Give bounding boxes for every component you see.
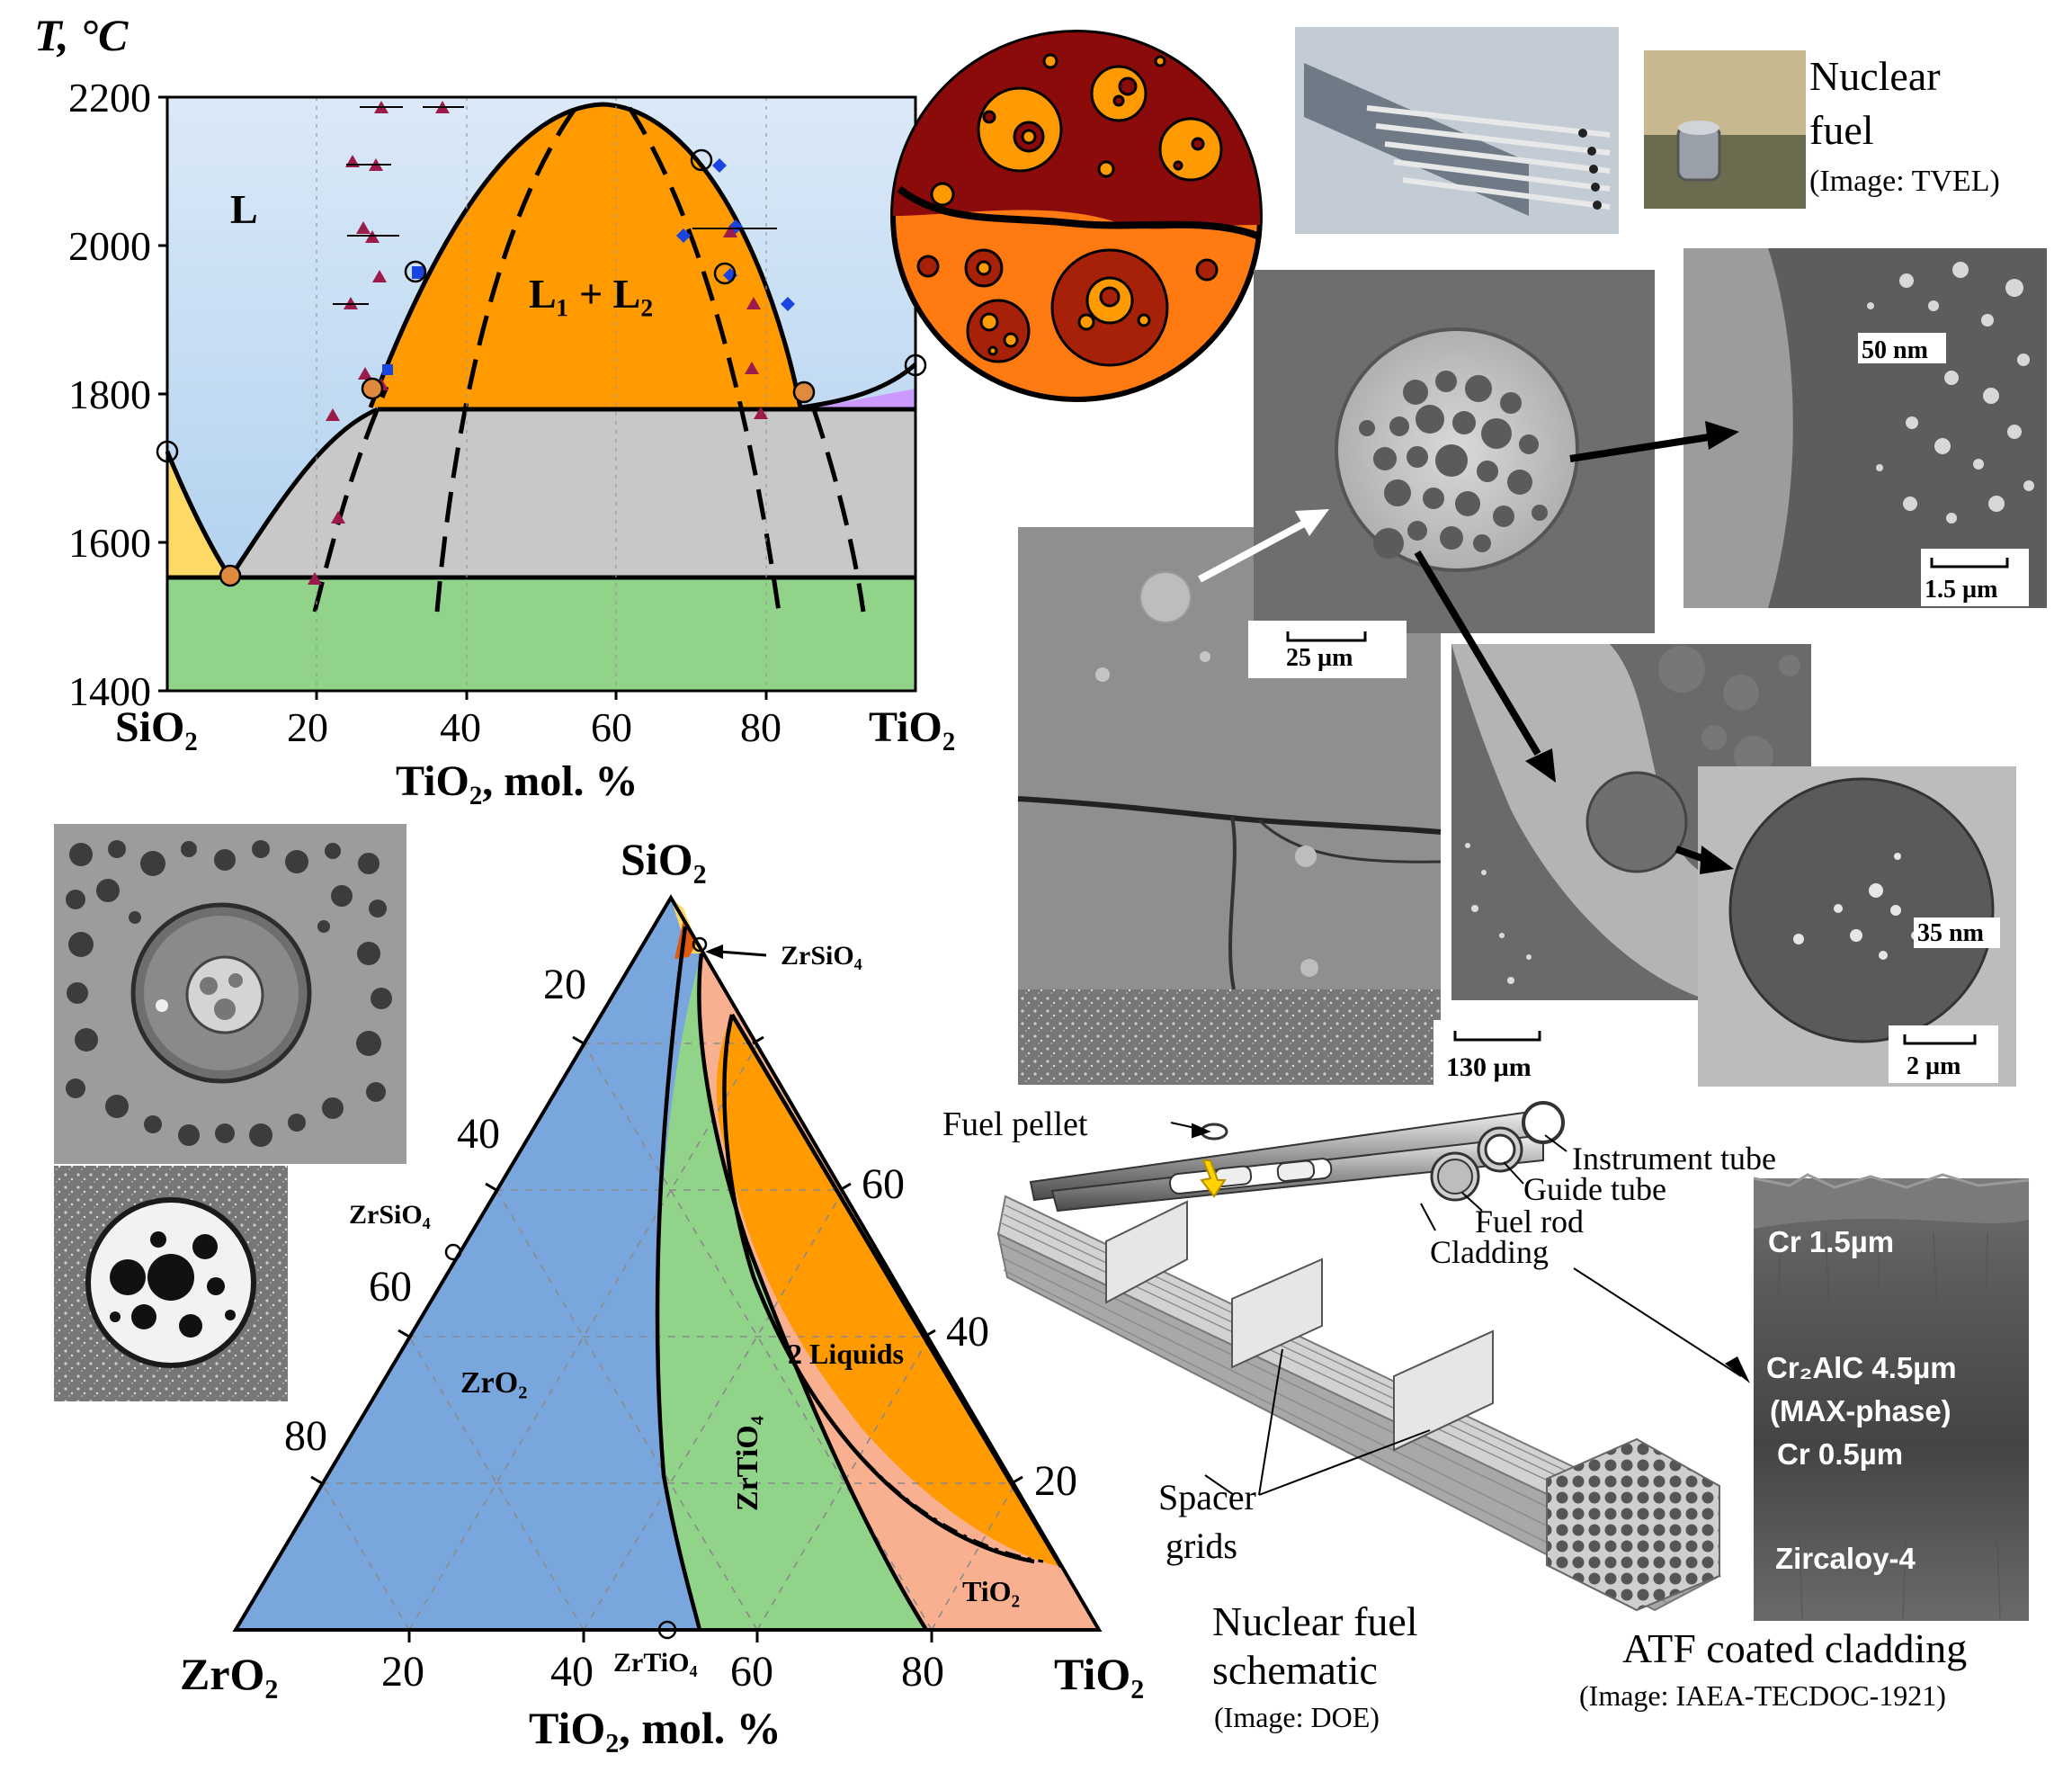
ternary-bottom-tick-80: 80 [901, 1648, 944, 1696]
label-fuel-rod: Fuel rod [1475, 1204, 1584, 1240]
ternary-right-tick-60: 60 [862, 1160, 905, 1208]
schematic-title-line2: schematic [1212, 1647, 1378, 1693]
ternary-bottom-tick-40: 40 [550, 1648, 594, 1696]
sem-small-globule-2um: 35 nm 2 µm [1698, 766, 2016, 1087]
atf-layer4: Zircaloy-4 [1775, 1542, 1916, 1575]
ternary-right-ticks: 60 40 20 [862, 1160, 1077, 1505]
sem-interface-1-5um: 50 nm 1.5 µm [1684, 248, 2047, 608]
schematic-credit: (Image: DOE) [1214, 1701, 1380, 1733]
x-tick-60: 60 [591, 704, 632, 750]
label-zrsio4-left: ZrSiO₄ [349, 1200, 431, 1230]
x-end-right: TiO₂ [869, 703, 955, 751]
binary-phase-diagram: L L₁ + L₂ T, °C 2200 2000 1800 1600 1400… [34, 10, 955, 805]
label-zrsio4-top: ZrSiO₄ [781, 941, 862, 971]
scale-2um: 2 µm [1907, 1052, 1960, 1080]
x-tick-labels: 20 40 60 80 [287, 704, 781, 750]
ternary-grid [321, 1043, 1016, 1631]
ternary-apex-left: ZrO₂ [180, 1649, 278, 1699]
atf-credit: (Image: IAEA-TECDOC-1921) [1579, 1679, 1946, 1712]
atf-layer3: Cr 0.5µm [1777, 1437, 1903, 1471]
ternary-bottom-ticks: 20 40 60 80 [381, 1648, 944, 1696]
atf-layer2: Cr₂AlC 4.5µm [1766, 1351, 1957, 1384]
y-tick-2000: 2000 [68, 223, 151, 269]
sem-large-cross-section [1017, 527, 1442, 1085]
ternary-bottom-tick-20: 20 [381, 1648, 424, 1696]
nuclear-fuel-credit: (Image: TVEL) [1809, 165, 2000, 198]
scale-25um: 25 µm [1286, 644, 1353, 672]
y-tick-1400: 1400 [68, 668, 151, 714]
label-spacer-line2: grids [1166, 1526, 1237, 1566]
y-tick-2200: 2200 [68, 75, 151, 121]
label-zrtio4-bottom: ZrTiO₄ [613, 1648, 697, 1678]
atf-cladding-micrograph: Cr 1.5µm Cr₂AlC 4.5µm (MAX-phase) Cr 0.5… [1579, 1173, 2030, 1712]
region-2liquids: 2 Liquids [788, 1338, 904, 1370]
ternary-left-tick-80: 80 [284, 1412, 327, 1460]
scale-130um: 130 µm [1446, 1052, 1532, 1082]
region-tio2: TiO₂ [962, 1575, 1020, 1607]
micrograph-left-top [54, 824, 406, 1164]
ternary-left-tick-60: 60 [369, 1263, 412, 1311]
ternary-apex-right: TiO₂ [1054, 1649, 1144, 1699]
label-cladding: Cladding [1430, 1234, 1549, 1270]
region-L1L2-label: L₁ + L₂ [529, 271, 653, 317]
atf-title: ATF coated cladding [1622, 1625, 1967, 1671]
ternary-left-tick-20: 20 [543, 961, 586, 1008]
nuclear-fuel-title-line2: fuel [1809, 107, 1874, 153]
x-tick-40: 40 [440, 704, 481, 750]
solid-gray-region [230, 409, 915, 577]
spacer-grids [1105, 1200, 1494, 1452]
ternary-right-tick-40: 40 [946, 1308, 989, 1356]
x-end-left: SiO₂ [115, 703, 198, 751]
ternary-axis-title: TiO₂, mol. % [529, 1703, 781, 1753]
schematic-title-line1: Nuclear fuel [1212, 1598, 1418, 1644]
ternary-bottom-tick-60: 60 [730, 1648, 773, 1696]
two-liquid-globule-schematic [890, 30, 1263, 402]
miscibility-gap-region [371, 104, 800, 407]
fuel-assembly-schematic: Fuel pellet Instrument tube Guide tube F… [942, 1101, 1776, 1733]
label-fuel-pellet: Fuel pellet [942, 1105, 1088, 1143]
y-axis-title: T, °C [34, 10, 129, 60]
label-guide-tube: Guide tube [1523, 1171, 1666, 1207]
scale-1-5um: 1.5 µm [1925, 576, 1997, 604]
yellow-region [167, 452, 230, 577]
atf-layer1: Cr 1.5µm [1768, 1225, 1894, 1258]
zoom-arrows [1198, 421, 1739, 874]
x-tick-20: 20 [287, 704, 328, 750]
data-markers [156, 101, 927, 587]
label-spacer-line1: Spacer [1158, 1477, 1256, 1517]
x-axis-title: TiO₂, mol. % [396, 757, 639, 805]
y-tick-1800: 1800 [68, 371, 151, 417]
region-zro2: ZrO₂ [460, 1366, 527, 1400]
ternary-right-tick-20: 20 [1034, 1457, 1077, 1505]
nuclear-fuel-title-line1: Nuclear [1809, 53, 1941, 99]
micrograph-left-bottom [54, 1166, 288, 1401]
y-tick-1600: 1600 [68, 520, 151, 566]
sem-globule-25um: 25 µm [1248, 270, 1655, 678]
violet-region [820, 389, 915, 409]
ternary-left-ticks: 20 40 60 80 [284, 961, 586, 1460]
atf-layer2b: (MAX-phase) [1770, 1394, 1951, 1427]
ternary-apex-top: SiO₂ [621, 834, 707, 884]
ternary-diagram: SiO₂ ZrO₂ TiO₂ TiO₂, mol. % 20 40 60 80 … [180, 834, 1144, 1753]
x-tick-80: 80 [740, 704, 781, 750]
grid [316, 97, 767, 691]
label-50nm: 50 nm [1862, 336, 1928, 364]
nuclear-fuel-photo: Nuclear fuel (Image: TVEL) [1295, 27, 2000, 234]
y-tick-labels: 2200 2000 1800 1600 1400 [68, 75, 151, 714]
label-instrument-tube: Instrument tube [1572, 1141, 1776, 1177]
region-L-label: L [230, 186, 258, 232]
region-zrtio4: ZrTiO₄ [731, 1416, 764, 1511]
label-35nm: 35 nm [1917, 919, 1984, 947]
solid-green-region [167, 577, 915, 691]
ternary-left-tick-40: 40 [457, 1110, 500, 1158]
